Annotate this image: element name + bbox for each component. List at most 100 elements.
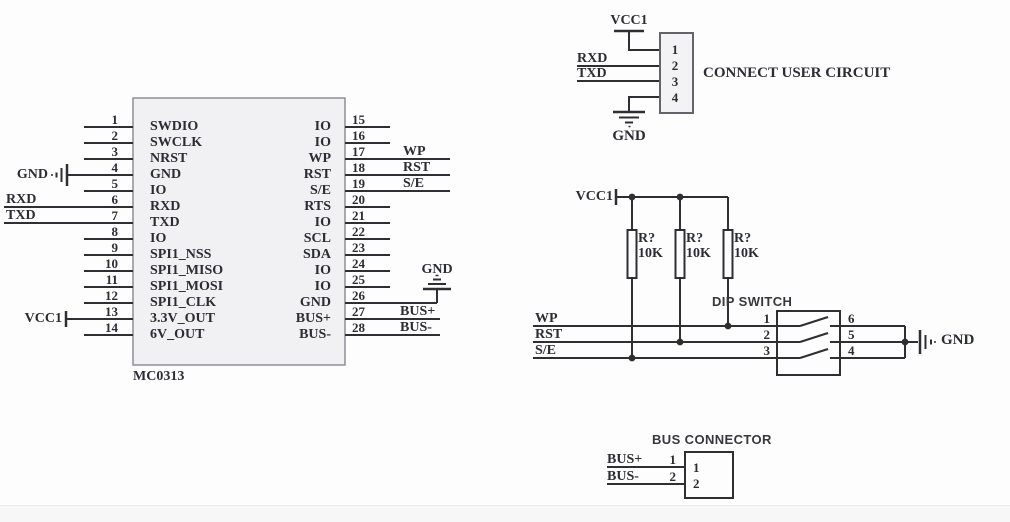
gnd-label-top: GND xyxy=(612,128,646,144)
vcc-label-middle: VCC1 xyxy=(575,189,613,204)
ic-pin-number: 6 xyxy=(111,192,119,207)
dip-net-label: RST xyxy=(535,327,563,342)
connector-pin-number: 4 xyxy=(671,90,679,105)
gnd-label-ic-right: GND xyxy=(421,262,453,277)
rxd-net-label: RXD xyxy=(6,192,37,207)
ic-pin-number: 4 xyxy=(111,160,119,175)
ic-pin-number: 16 xyxy=(352,128,365,143)
ground-symbol-dip xyxy=(918,330,936,354)
connector-pin-number: 3 xyxy=(671,74,679,89)
connector-pin-number: 2 xyxy=(671,58,679,73)
switch-blade xyxy=(777,348,905,359)
rst-net-label: RST xyxy=(403,160,431,175)
ic-pin-number: 26 xyxy=(352,288,365,303)
ic-pin-number: 23 xyxy=(352,240,365,255)
user-connector-graphics xyxy=(577,29,694,128)
ground-symbol-top xyxy=(613,96,660,128)
ic-pin-label: RXD xyxy=(150,199,181,214)
bus-pin-number: 2 xyxy=(669,469,677,484)
pullup-network-graphics xyxy=(614,189,734,362)
ic-pin-label: GND xyxy=(299,295,331,310)
ic-pin-label: SPI1_NSS xyxy=(150,247,212,262)
ic-pin-label: S/E xyxy=(309,183,331,198)
vcc-label-top: VCC1 xyxy=(610,13,648,28)
ic-pin-number: 13 xyxy=(105,304,118,319)
gnd-label-dip: GND xyxy=(941,332,975,348)
ic-pin-number: 1 xyxy=(111,112,119,127)
dip-switch-title: DIP SWITCH xyxy=(712,294,793,309)
resistor-body xyxy=(626,229,638,279)
ic-pin-label: SPI1_MISO xyxy=(150,263,224,278)
txd-label-top: TXD xyxy=(577,66,607,81)
ic-pin-label: WP xyxy=(308,151,331,166)
ic-pin-label: IO xyxy=(314,119,331,134)
bus-plus-net-label: BUS+ xyxy=(400,304,436,319)
dip-net-label: WP xyxy=(535,311,558,326)
ic-pin-label: IO xyxy=(150,231,167,246)
ic-pin-label: SPI1_MOSI xyxy=(150,279,224,294)
ic-pin-number: 3 xyxy=(111,144,119,159)
resistor-ref: R? xyxy=(686,231,704,246)
ic-pin-wires xyxy=(4,126,450,336)
bus-inner-pin-number: 2 xyxy=(693,476,700,491)
ic-pin-number: 14 xyxy=(105,320,118,335)
bus-net-label: BUS- xyxy=(607,469,639,484)
bus-pin-number: 1 xyxy=(669,452,677,467)
dip-net-label: S/E xyxy=(535,343,557,358)
ic-pin-label: GND xyxy=(150,167,182,182)
resistor-body xyxy=(674,229,686,279)
dip-pin-number: 3 xyxy=(763,343,771,358)
dip-pin-number: 2 xyxy=(763,327,771,342)
resistor-value: 10K xyxy=(686,246,711,261)
ic-pin-label: RTS xyxy=(304,199,331,214)
ic-pin-number: 12 xyxy=(105,288,118,303)
ic-pin-label: SWDIO xyxy=(150,119,199,134)
ic-pin-label: 3.3V_OUT xyxy=(150,311,215,326)
ic-pin-number: 8 xyxy=(111,224,119,239)
ic-pin-number: 17 xyxy=(352,144,365,159)
ic-pin-number: 2 xyxy=(111,128,119,143)
ic-pin-number: 7 xyxy=(111,208,119,223)
ic-pin-label: TXD xyxy=(150,215,180,230)
ic-pin-number: 19 xyxy=(352,176,365,191)
ic-pin-number: 24 xyxy=(352,256,365,271)
ic-pin-number: 9 xyxy=(111,240,119,255)
txd-net-label: TXD xyxy=(6,208,36,223)
ic-pin-number: 18 xyxy=(352,160,365,175)
ground-symbol-ic-right xyxy=(423,274,451,303)
ic-pin-number: 22 xyxy=(352,224,365,239)
ic-pin-label: SDA xyxy=(302,247,331,262)
ic-pin-number: 5 xyxy=(111,176,119,191)
switch-blade xyxy=(777,332,905,343)
connector-pin-number: 1 xyxy=(671,42,679,57)
rxd-label-top: RXD xyxy=(577,51,608,66)
ic-pin-number: 20 xyxy=(352,192,365,207)
ic-pin-label: SWCLK xyxy=(150,135,203,150)
ic-pin-number: 21 xyxy=(352,208,365,223)
se-net-label: S/E xyxy=(403,176,425,191)
switch-blade xyxy=(777,316,905,327)
bus-connector-title: BUS CONNECTOR xyxy=(652,432,772,447)
ic-pin-label: RST xyxy=(303,167,331,182)
resistor-ref: R? xyxy=(734,231,752,246)
bus-net-label: BUS+ xyxy=(607,452,643,467)
ic-pin-label: BUS- xyxy=(299,327,331,342)
ic-pin-label: IO xyxy=(150,183,167,198)
resistor-value: 10K xyxy=(734,246,759,261)
net-lines xyxy=(533,325,777,359)
user-connector-box xyxy=(659,32,694,114)
dip-pin-number: 4 xyxy=(848,343,855,358)
ic-pin-label: SCL xyxy=(303,231,331,246)
ic-part-label: MC0313 xyxy=(133,369,185,384)
dip-switch-graphics xyxy=(776,310,936,376)
ic-pin-number: 28 xyxy=(352,320,365,335)
bottom-bar xyxy=(0,505,1010,522)
ic-pin-number: 11 xyxy=(105,272,118,287)
resistor-body xyxy=(722,229,734,279)
ic-pin-label: IO xyxy=(314,215,331,230)
resistor-value: 10K xyxy=(638,246,663,261)
dip-pin-number: 1 xyxy=(763,311,771,326)
bus-connector-box xyxy=(684,451,734,499)
